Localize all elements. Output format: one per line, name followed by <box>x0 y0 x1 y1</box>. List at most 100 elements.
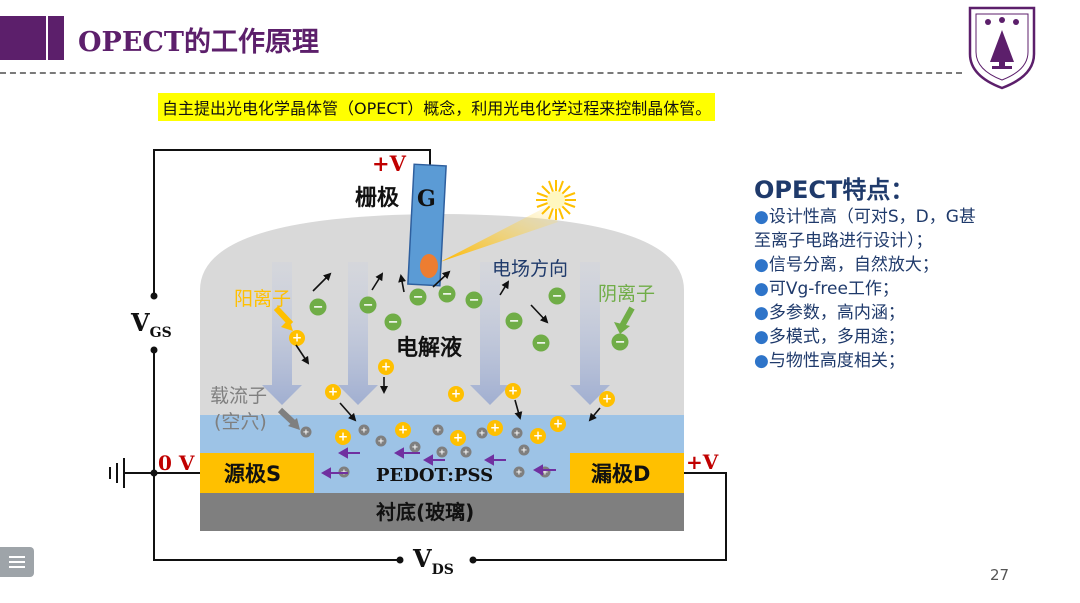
feature-text: 多模式，多用途； <box>768 327 905 347</box>
source-label: 源极S <box>224 462 281 486</box>
carrier-pointer-head <box>288 418 300 430</box>
svg-text:−: − <box>442 287 453 302</box>
anion: − <box>505 312 523 330</box>
svg-text:−: − <box>413 290 424 305</box>
motion-arrow <box>499 280 510 296</box>
svg-text:−: − <box>388 315 399 330</box>
svg-text:+: + <box>338 430 348 444</box>
cation: + <box>550 416 566 432</box>
cation-label: 阳离子 <box>234 288 291 310</box>
svg-text:+: + <box>542 466 549 476</box>
svg-text:+: + <box>378 435 385 445</box>
electrolyte-region <box>200 214 684 415</box>
svg-text:+: + <box>292 331 302 345</box>
cation: + <box>395 422 411 438</box>
cation: + <box>599 391 615 407</box>
anion-particles: −−−−−−−−−− <box>309 285 629 352</box>
anion-label: 阴离子 <box>598 283 655 305</box>
carrier-label: 载流子 <box>210 385 267 407</box>
anion-pointer-shaft <box>619 306 635 328</box>
vgs-main: V <box>130 308 150 337</box>
cation: + <box>289 330 305 346</box>
motion-arrow <box>339 402 357 422</box>
svg-text:+: + <box>508 384 518 398</box>
field-direction-label: 电场方向 <box>492 258 568 280</box>
feature-item: ●设计性高（可对S，D，G甚至离子电路进行设计）； <box>754 205 984 253</box>
vgs-label: VGS <box>130 308 172 341</box>
hole: + <box>375 435 387 447</box>
hole: + <box>300 426 312 438</box>
title-bar-block <box>0 16 46 60</box>
anion: − <box>465 291 483 309</box>
svg-text:+: + <box>514 427 521 437</box>
header-divider <box>0 72 962 74</box>
cation: + <box>505 383 521 399</box>
svg-text:+: + <box>398 423 408 437</box>
hole: + <box>436 446 448 458</box>
motion-arrow <box>398 274 407 293</box>
hole: + <box>460 446 472 458</box>
cation: + <box>448 386 464 402</box>
gate-letter: G <box>417 186 436 212</box>
cation: + <box>335 429 351 445</box>
hole: + <box>476 427 488 439</box>
bullet-icon: ● <box>754 207 769 227</box>
sun-icon <box>536 180 576 220</box>
vds-sub: DS <box>432 562 454 578</box>
hole: + <box>513 466 525 478</box>
menu-icon-line <box>9 561 25 563</box>
bullet-icon: ● <box>754 303 769 323</box>
hole-particles: +++++++++++++ <box>300 424 551 478</box>
cation: + <box>530 428 546 444</box>
svg-text:+: + <box>361 424 368 434</box>
wire-nodes <box>150 292 477 564</box>
cation-particles: + + + + + + + + + + + + <box>289 330 615 446</box>
svg-text:+: + <box>451 387 461 401</box>
svg-text:−: − <box>469 293 480 308</box>
features-heading: OPECT特点： <box>754 176 915 204</box>
anion: − <box>532 334 550 352</box>
feature-item: ●多参数，高内涵； <box>754 301 984 325</box>
svg-text:−: − <box>363 298 374 313</box>
gate-voltage-label: +V <box>372 151 407 176</box>
svg-text:−: − <box>615 335 626 350</box>
menu-icon-line <box>9 556 25 558</box>
drain-label: 漏极D <box>591 462 650 486</box>
drift-arrow <box>393 447 420 459</box>
drain-electrode <box>570 453 684 493</box>
motion-arrow <box>514 399 523 420</box>
hole: + <box>358 424 370 436</box>
svg-text:−: − <box>552 289 563 304</box>
hole: + <box>432 424 444 436</box>
feature-text: 可Vg-free工作； <box>768 279 899 299</box>
motion-arrow <box>432 270 451 288</box>
hole: + <box>409 441 421 453</box>
title-accent-block <box>48 16 64 60</box>
motion-arrows <box>295 270 601 422</box>
anion: − <box>384 313 402 331</box>
carrier-sub-label: (空穴) <box>214 411 267 433</box>
svg-text:+: + <box>553 417 563 431</box>
motion-arrow <box>312 272 332 292</box>
svg-text:+: + <box>602 392 612 406</box>
hole: + <box>511 427 523 439</box>
slide-menu-button[interactable] <box>0 547 34 577</box>
svg-text:+: + <box>435 424 442 434</box>
svg-text:+: + <box>453 431 463 445</box>
drain-voltage-label: +V <box>686 450 719 474</box>
svg-text:−: − <box>536 336 547 351</box>
anion: − <box>409 288 427 306</box>
bullet-icon: ● <box>754 279 769 299</box>
motion-arrow <box>371 272 384 291</box>
svg-text:+: + <box>303 426 310 436</box>
gate-label: 栅极 <box>355 186 400 211</box>
feature-text: 与物性高度相关； <box>768 351 905 371</box>
cation: + <box>378 359 394 375</box>
university-logo <box>968 6 1036 90</box>
motion-arrow <box>530 304 549 324</box>
page-title: OPECT的工作原理 <box>78 27 319 58</box>
motion-arrow <box>295 344 310 365</box>
source-electrode <box>200 453 314 493</box>
motion-arrow <box>588 407 601 422</box>
opect-diagram: +V 栅极 G 电场方向 阳离子 阴离子 电解液 载流子 (空穴) 0 V 源极… <box>109 149 727 578</box>
